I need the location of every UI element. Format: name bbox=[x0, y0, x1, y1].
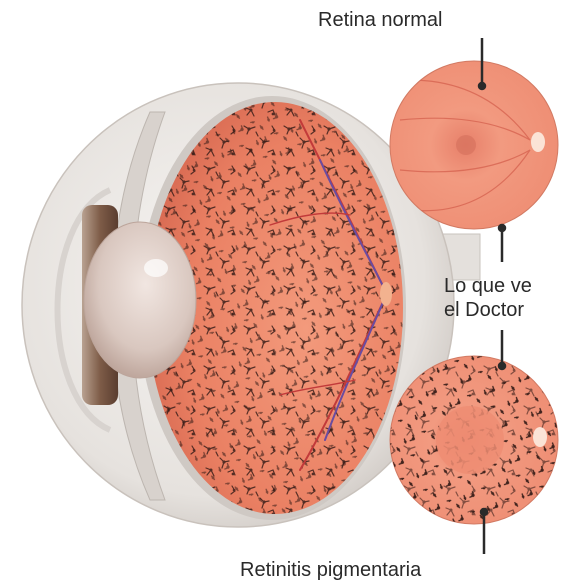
rp-optic-disc bbox=[533, 427, 547, 447]
normal-macula bbox=[456, 135, 476, 155]
optic-disc bbox=[380, 282, 392, 306]
label-doctor-view: Lo que ve el Doctor bbox=[444, 274, 532, 322]
label-retinitis-pigmentosa: Retinitis pigmentaria bbox=[240, 558, 421, 582]
lens bbox=[84, 222, 196, 378]
label-normal-retina: Retina normal bbox=[318, 8, 443, 32]
label-doctor-line1: Lo que ve bbox=[444, 274, 532, 298]
normal-retina-fundus bbox=[390, 61, 558, 229]
label-doctor-line2: el Doctor bbox=[444, 298, 532, 322]
normal-optic-disc bbox=[531, 132, 545, 152]
lens-highlight bbox=[144, 259, 168, 277]
